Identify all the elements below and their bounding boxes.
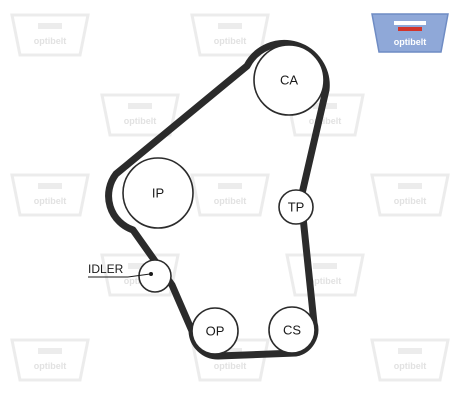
pulley-op-label: OP	[206, 324, 225, 339]
watermark: optibelt	[190, 173, 270, 217]
watermark-text: optibelt	[34, 36, 67, 46]
watermark-text: optibelt	[214, 196, 247, 206]
pulley-ca: CA	[253, 44, 325, 116]
watermark-text: optibelt	[309, 276, 342, 286]
idler-leader-line	[127, 273, 151, 278]
pulley-ip-circle	[122, 157, 194, 229]
watermark-text: optibelt	[34, 361, 67, 371]
watermark-layer: optibelt optibelt optibelt optibelt opti…	[10, 13, 450, 382]
pulley-ip: IP	[122, 157, 194, 229]
pulley-tp-circle	[278, 189, 314, 225]
pulley-ip-label: IP	[152, 186, 164, 201]
watermark: optibelt	[100, 93, 180, 137]
watermark-text: optibelt	[394, 196, 427, 206]
watermark-text: optibelt	[214, 36, 247, 46]
pulley-cs-circle	[268, 306, 316, 354]
watermark-text: optibelt	[394, 361, 427, 371]
watermark: optibelt	[370, 173, 450, 217]
pulley-ca-circle	[253, 44, 325, 116]
idler-label: IDLER	[88, 262, 124, 276]
pulley-tp: TP	[278, 189, 314, 225]
pulley-ca-label: CA	[280, 73, 298, 88]
logo-badge-shape	[371, 13, 449, 53]
watermark: optibelt	[190, 338, 270, 382]
watermark: optibelt	[10, 338, 90, 382]
pulley-op: OP	[191, 307, 239, 355]
watermark: optibelt	[10, 13, 90, 57]
watermark-text: optibelt	[309, 116, 342, 126]
logo-bar-accent	[398, 27, 422, 31]
logo-bar-top	[394, 21, 426, 25]
watermark: optibelt	[370, 338, 450, 382]
pulley-cs: CS	[268, 306, 316, 354]
watermark-text: optibelt	[124, 116, 157, 126]
idler-annotation: IDLER	[88, 262, 153, 278]
watermark-text: optibelt	[214, 361, 247, 371]
logo-text: optibelt	[394, 37, 427, 47]
pulley-tp-label: TP	[288, 200, 305, 215]
pulley-idler-circle	[138, 259, 172, 293]
pulley-cs-label: CS	[283, 323, 301, 338]
pulley-op-circle	[191, 307, 239, 355]
idler-leader-dot	[149, 272, 153, 276]
optibelt-logo: optibelt	[371, 13, 449, 53]
watermark: optibelt	[10, 173, 90, 217]
watermark: optibelt	[285, 253, 365, 297]
watermark-text: optibelt	[34, 196, 67, 206]
watermark: optibelt	[190, 13, 270, 57]
pulley-idler	[138, 259, 172, 293]
